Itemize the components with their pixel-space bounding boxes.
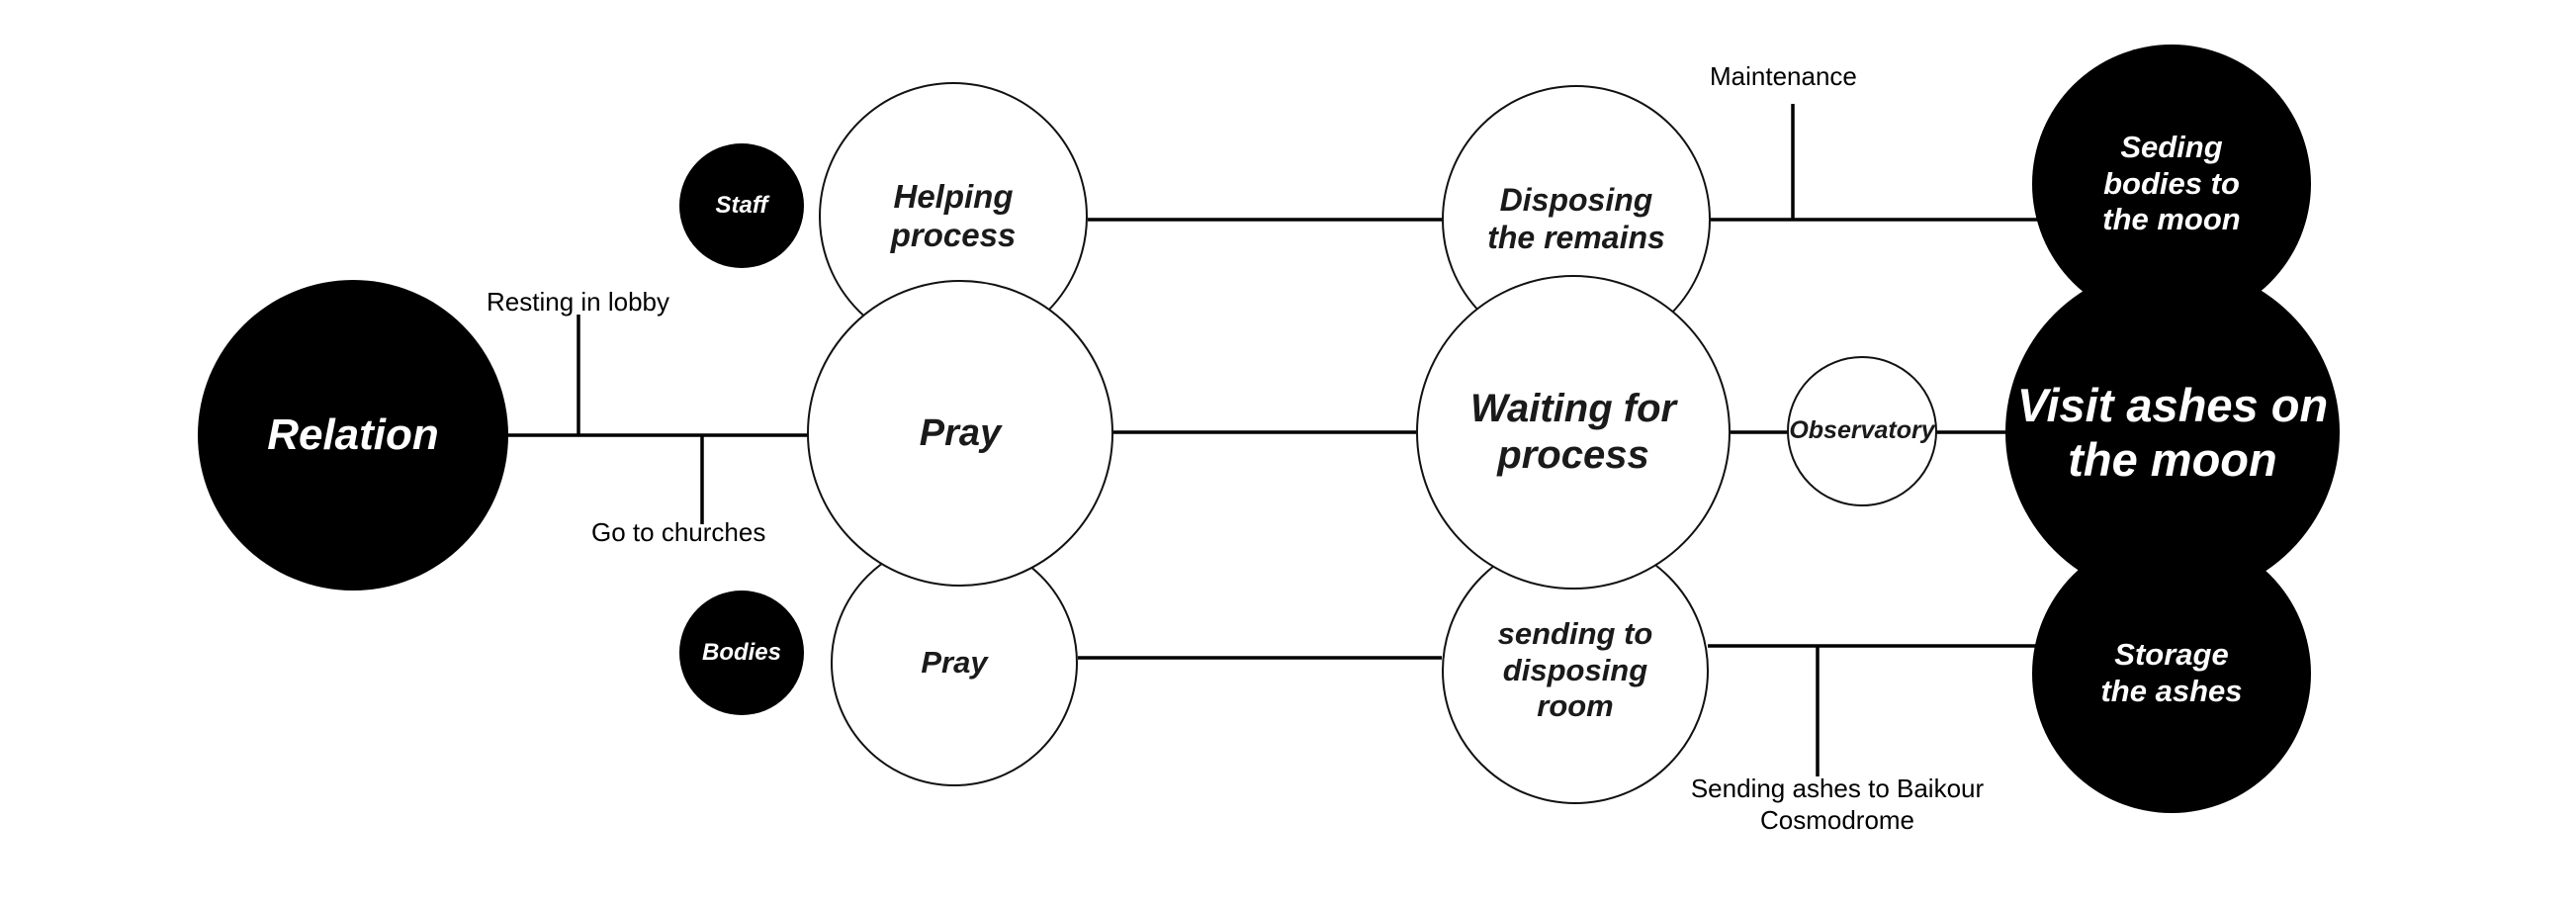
node-disposing-the-remains-label: Disposing the remains bbox=[1487, 182, 1665, 255]
node-seding-bodies-to-the-moon-label: Seding bodies to the moon bbox=[2102, 130, 2241, 237]
node-visit-ashes-on-the-moon[interactable]: Visit ashes on the moon bbox=[2005, 265, 2340, 599]
node-pray-main-label: Pray bbox=[919, 411, 1002, 454]
node-staff-label: Staff bbox=[715, 191, 768, 219]
node-bodies-label: Bodies bbox=[701, 638, 781, 666]
node-relation-label: Relation bbox=[267, 410, 439, 460]
node-helping-process-label: Helping process bbox=[890, 178, 1017, 253]
node-relation[interactable]: Relation bbox=[198, 280, 508, 591]
edge-label-sending-ashes-to-baikour-cosmodrome: Sending ashes to Baikour Cosmodrome bbox=[1690, 774, 1985, 835]
node-visit-ashes-on-the-moon-label: Visit ashes on the moon bbox=[2016, 378, 2329, 486]
edge-label-resting-in-lobby: Resting in lobby bbox=[487, 287, 669, 317]
edge-label-go-to-churches: Go to churches bbox=[591, 517, 766, 547]
node-bodies[interactable]: Bodies bbox=[679, 591, 804, 715]
node-sending-to-disposing-room-label: sending to disposing room bbox=[1497, 616, 1653, 724]
node-waiting-for-process-label: Waiting for process bbox=[1469, 386, 1677, 477]
node-waiting-for-process[interactable]: Waiting for process bbox=[1416, 275, 1731, 590]
node-sending-to-disposing-room[interactable]: sending to disposing room bbox=[1442, 537, 1709, 804]
node-staff[interactable]: Staff bbox=[679, 143, 804, 268]
node-observatory[interactable]: Observatory bbox=[1787, 356, 1937, 506]
node-pray-lower-label: Pray bbox=[921, 644, 988, 680]
node-storage-the-ashes-label: Storage the ashes bbox=[2100, 637, 2243, 708]
node-observatory-label: Observatory bbox=[1789, 416, 1935, 445]
node-pray-main[interactable]: Pray bbox=[807, 280, 1113, 587]
edge-label-maintenance: Maintenance bbox=[1710, 61, 1857, 91]
